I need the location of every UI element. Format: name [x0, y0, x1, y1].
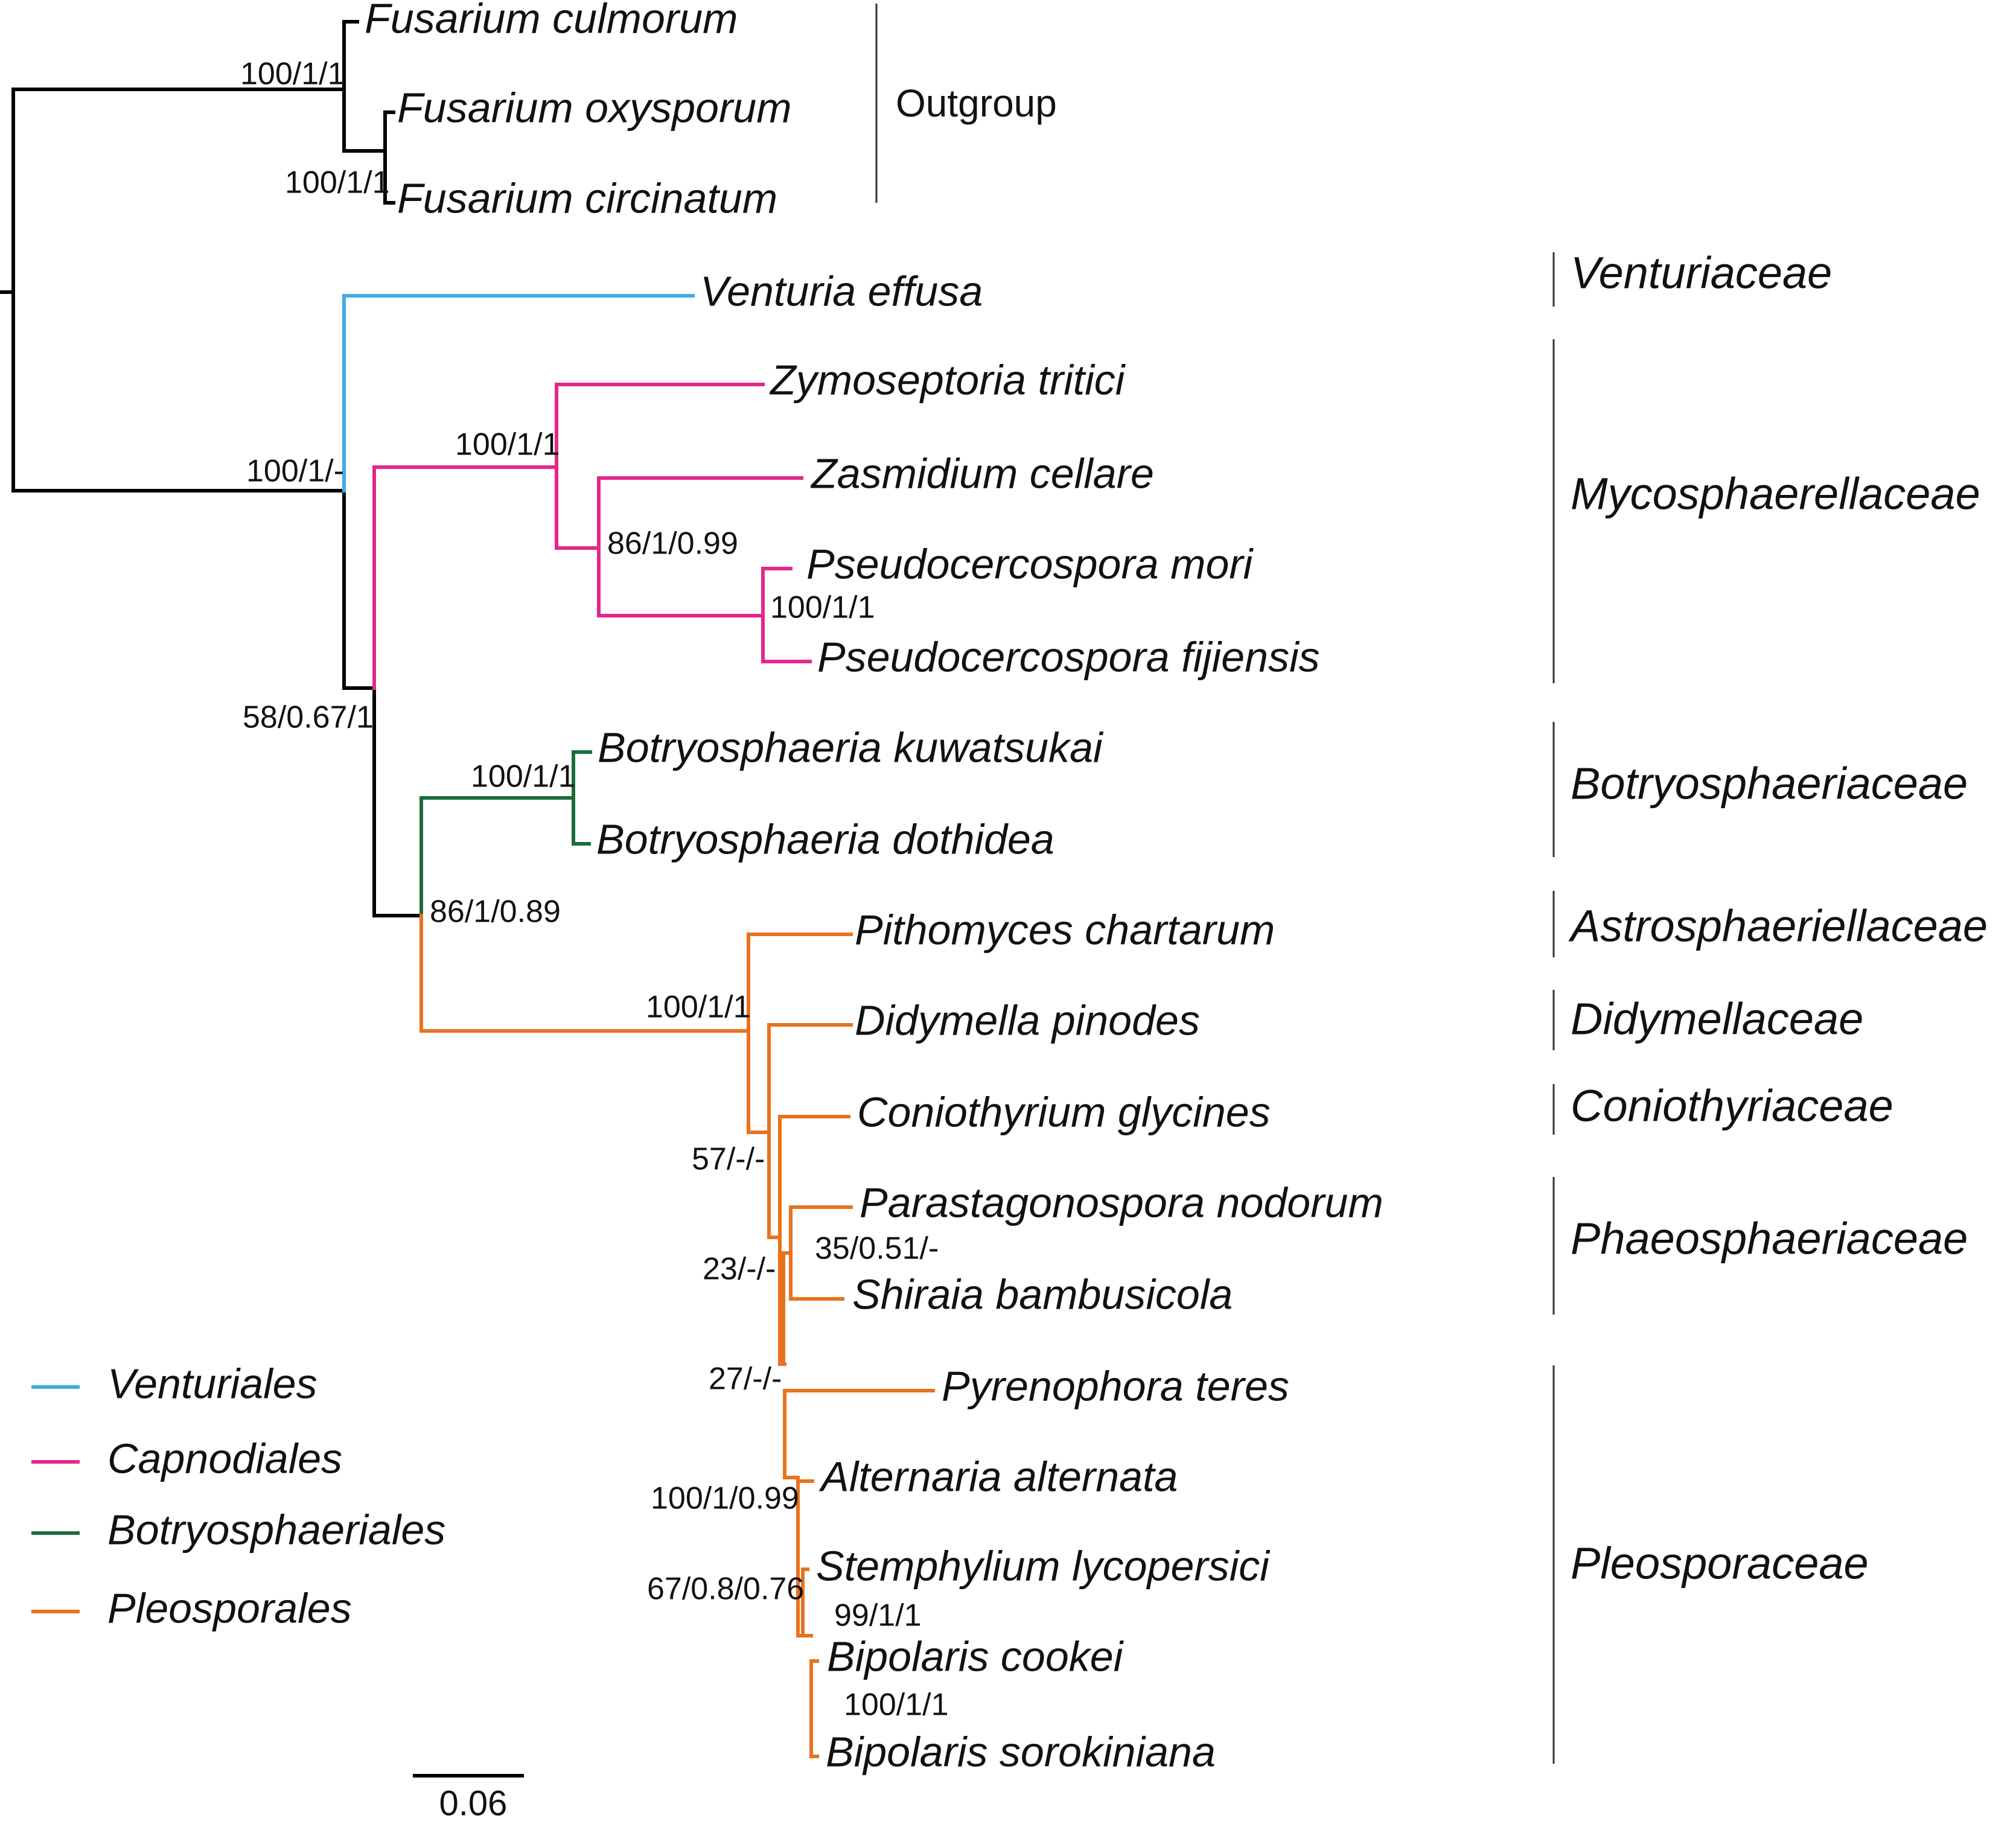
support-labels: 100/1/1 100/1/1 100/1/- 58/0.67/1 100/1/1 86/… [240, 57, 949, 1723]
support-value: 99/1/1 [834, 1598, 922, 1633]
support-value: 27/-/- [709, 1362, 782, 1397]
tree-branches [0, 20, 935, 1758]
family-label: Coniothyriaceae [1571, 1081, 1893, 1131]
legend-label: Pleosporales [107, 1584, 352, 1631]
taxon-label: Fusarium circinatum [397, 174, 777, 222]
taxon-label: Alternaria alternata [818, 1453, 1178, 1500]
family-label: Venturiaceae [1571, 248, 1832, 298]
taxon-label: Bipolaris sorokiniana [826, 1728, 1216, 1775]
legend-label: Botryosphaeriales [107, 1506, 445, 1553]
support-value: 86/1/0.99 [607, 526, 738, 561]
support-value: 100/1/1 [240, 57, 345, 92]
legend: VenturialesCapnodialesBotryosphaerialesP… [31, 1360, 445, 1631]
taxon-label: Stemphylium lycopersici [816, 1542, 1271, 1589]
support-value: 100/1/- [246, 454, 344, 489]
support-value: 67/0.8/0.76 [647, 1572, 804, 1607]
support-value: 100/1/1 [285, 165, 390, 200]
support-value: 57/-/- [692, 1142, 765, 1177]
family-label: Mycosphaerellaceae [1571, 469, 1980, 519]
scale-bar-label: 0.06 [439, 1784, 508, 1823]
family-label: Astrosphaeriellaceae [1568, 901, 1988, 951]
support-value: 35/0.51/- [815, 1231, 939, 1266]
family-label: Didymellaceae [1571, 994, 1863, 1044]
taxon-label: Zymoseptoria tritici [769, 356, 1126, 403]
taxon-label: Botryosphaeria dothidea [596, 815, 1054, 863]
family-labels: OutgroupVenturiaceaeMycosphaerellaceaeBo… [896, 81, 1988, 1589]
taxon-label: Coniothyrium glycines [857, 1088, 1271, 1135]
taxon-label: Parastagonospora nodorum [860, 1179, 1383, 1226]
taxon-label: Bipolaris cookei [827, 1633, 1124, 1680]
taxon-label: Fusarium culmorum [365, 0, 738, 42]
support-value: 100/1/1 [770, 590, 875, 625]
legend-label: Capnodiales [107, 1435, 342, 1482]
support-value: 100/1/1 [844, 1688, 949, 1723]
family-brackets [875, 4, 1555, 1764]
family-label: Phaeosphaeriaceae [1571, 1214, 1968, 1264]
support-value: 86/1/0.89 [430, 894, 561, 930]
taxon-label: Pseudocercospora mori [806, 540, 1254, 587]
taxon-label: Didymella pinodes [855, 997, 1200, 1044]
taxon-label: Venturia effusa [700, 267, 983, 314]
support-value: 58/0.67/1 [243, 700, 374, 735]
family-label: Pleosporaceae [1571, 1539, 1869, 1589]
taxon-label: Fusarium oxysporum [397, 84, 792, 131]
taxon-label: Botryosphaeria kuwatsukai [598, 724, 1104, 771]
support-value: 100/1/1 [455, 427, 560, 462]
scale-bar: 0.06 [413, 1774, 524, 1823]
support-value: 100/1/1 [471, 759, 576, 794]
taxon-label: Zasmidium cellare [810, 450, 1154, 497]
outgroup-label: Outgroup [896, 81, 1057, 125]
support-value: 100/1/0.99 [651, 1481, 799, 1516]
taxon-label: Pseudocercospora fijiensis [817, 633, 1320, 680]
support-value: 100/1/1 [646, 990, 751, 1025]
taxon-label: Pithomyces chartarum [855, 906, 1275, 953]
support-value: 23/-/- [703, 1252, 776, 1287]
taxon-label: Shiraia bambusicola [852, 1271, 1233, 1318]
family-label: Botryosphaeriaceae [1571, 759, 1968, 809]
legend-label: Venturiales [107, 1360, 317, 1407]
taxon-label: Pyrenophora teres [942, 1362, 1289, 1409]
